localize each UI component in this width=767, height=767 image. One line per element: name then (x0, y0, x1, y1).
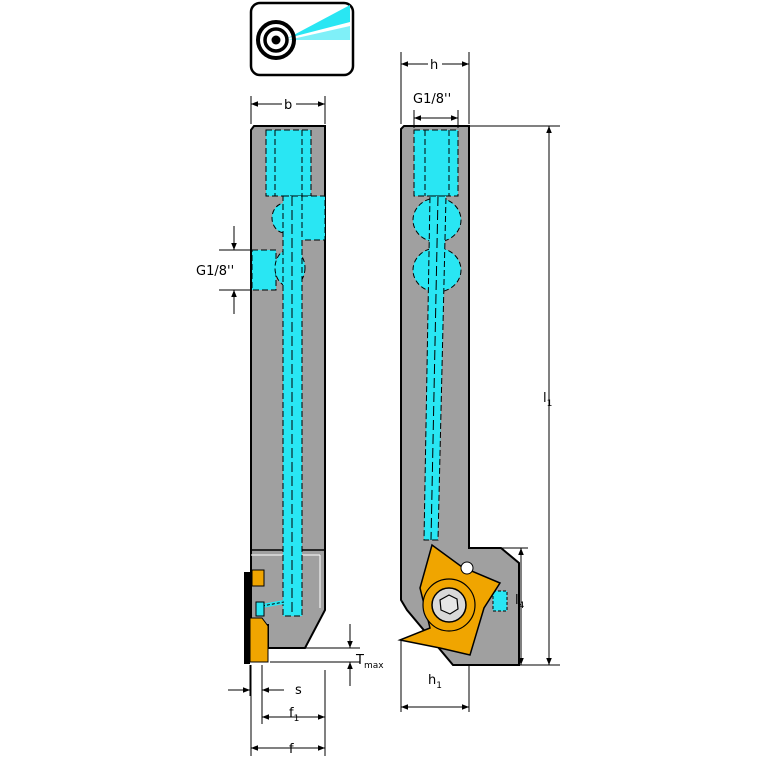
coolant-target-icon (249, 1, 355, 77)
dim-s-label: s (295, 683, 302, 698)
dim-l4-label: l4 (515, 593, 525, 611)
dim-tmax-label: Tmax (355, 653, 384, 671)
dim-h-label: h (430, 58, 438, 73)
front-view (244, 125, 326, 664)
dim-g18-side-label: G1/8'' (196, 264, 234, 279)
dim-l1-label: l1 (543, 391, 552, 409)
dim-f-label: f (289, 742, 294, 757)
dim-g18-top-label: G1/8'' (413, 92, 451, 107)
dim-f1-label: f1 (289, 706, 299, 724)
dim-h1-label: h1 (428, 673, 442, 691)
side-view (397, 125, 520, 666)
dim-b-label: b (284, 98, 292, 113)
